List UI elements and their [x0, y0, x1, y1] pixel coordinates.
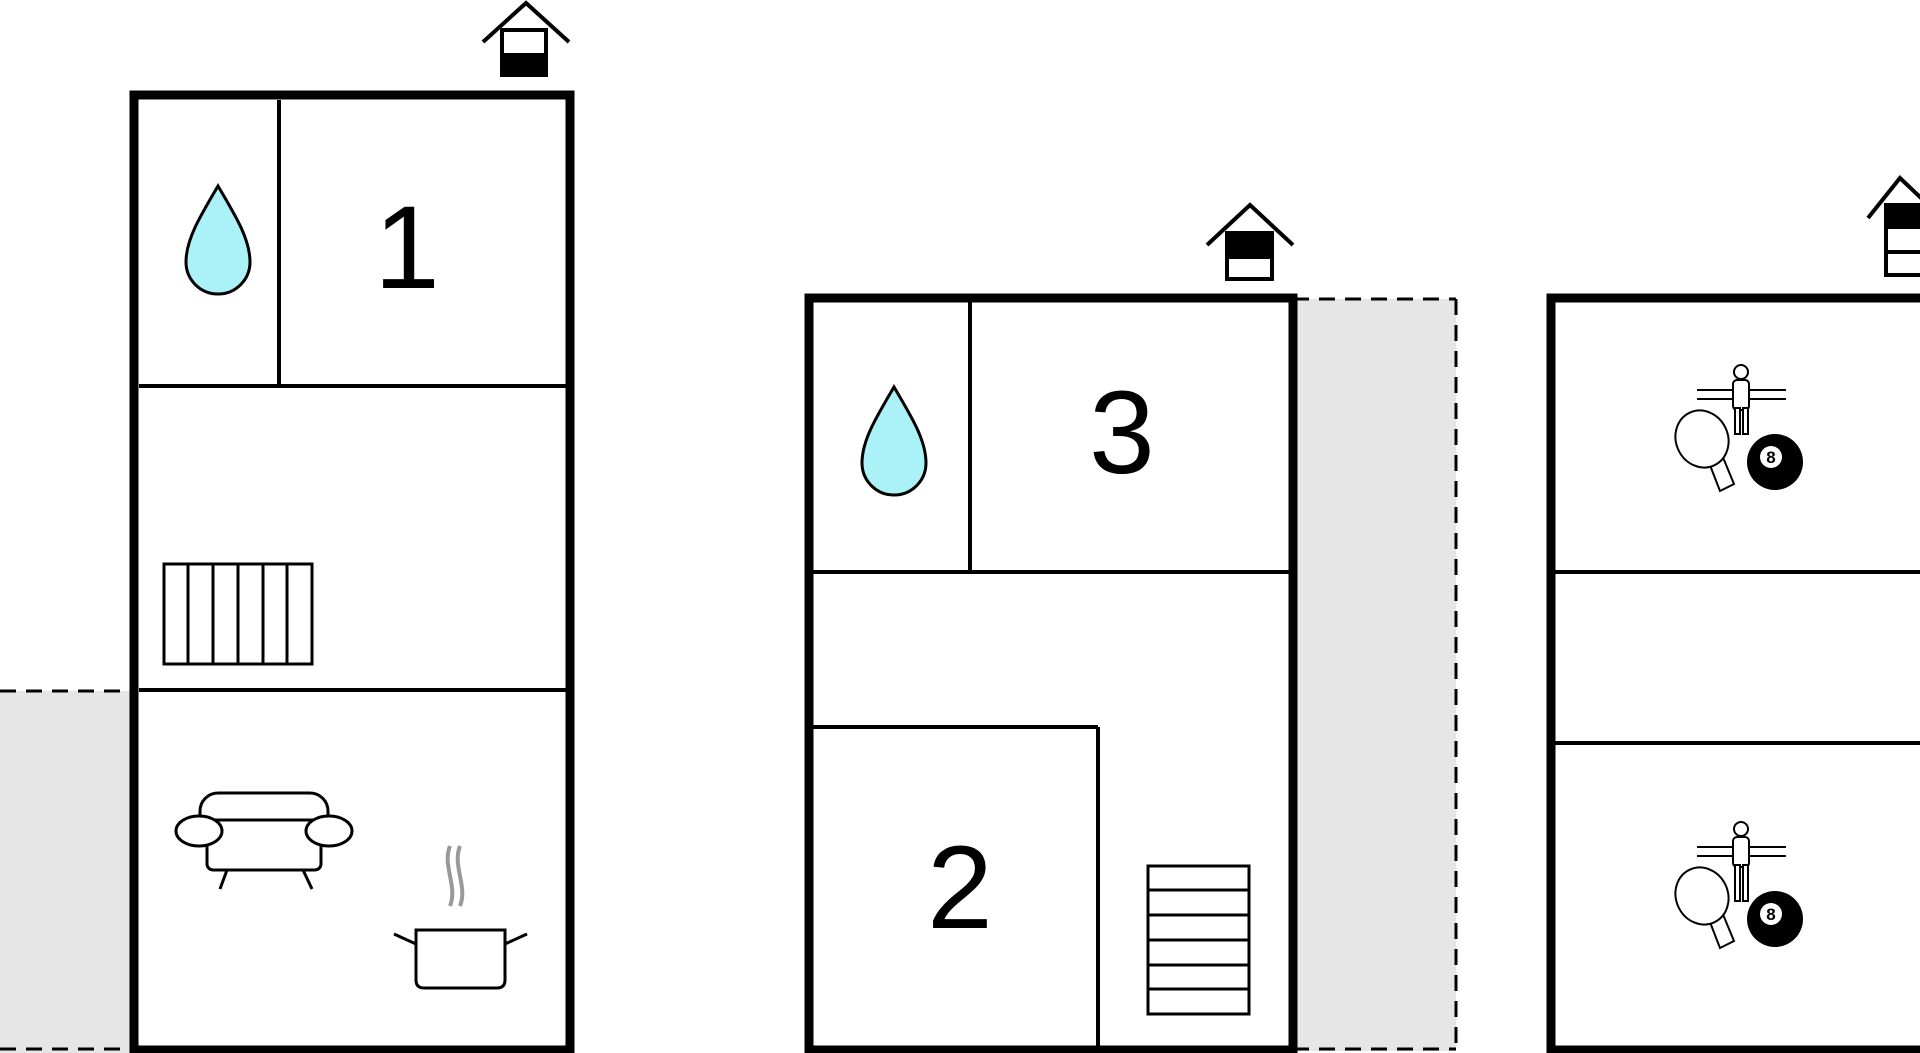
sofa-icon [174, 791, 354, 890]
level-2: 3 2 [804, 202, 1458, 1053]
interior-walls [813, 302, 1289, 1046]
level-1: 1 [0, 0, 575, 1053]
ping-pong-paddle-icon [1674, 866, 1736, 950]
staircase-icon [1146, 864, 1251, 1016]
terrace-area-middle [1293, 297, 1458, 1051]
bathroom [860, 384, 928, 497]
water-drop-icon [184, 183, 252, 296]
building-outline [804, 293, 1298, 1053]
room-number-3: 3 [1089, 367, 1155, 499]
interior-walls [1555, 570, 1920, 745]
svg-text:8: 8 [1766, 905, 1775, 924]
room-number-1: 1 [374, 182, 440, 314]
water-drop-icon [860, 384, 928, 497]
room-number-2: 2 [927, 822, 993, 954]
cooking-pot-icon [393, 845, 528, 990]
building-outline [1546, 293, 1920, 1053]
building-outline [129, 90, 575, 1053]
floor-level-indicator-icon [481, 0, 571, 77]
billiard-ball-icon: 8 [1747, 434, 1803, 490]
interior-walls [139, 100, 566, 692]
floor-level-indicator-icon [1205, 202, 1295, 281]
svg-text:8: 8 [1766, 448, 1775, 467]
billiard-ball-icon: 8 [1747, 891, 1803, 947]
floor-level-indicator-icon [1866, 175, 1920, 277]
table-football-icon [1697, 364, 1786, 435]
bathroom [184, 183, 252, 296]
table-football-icon [1697, 821, 1786, 902]
staircase-icon [162, 562, 314, 666]
ping-pong-paddle-icon [1674, 409, 1736, 493]
games-icon: 8 [1674, 364, 1803, 493]
level-3: 8 8 [1546, 175, 1920, 1053]
terrace-area-left [0, 689, 134, 1053]
games-icon: 8 [1674, 821, 1803, 950]
